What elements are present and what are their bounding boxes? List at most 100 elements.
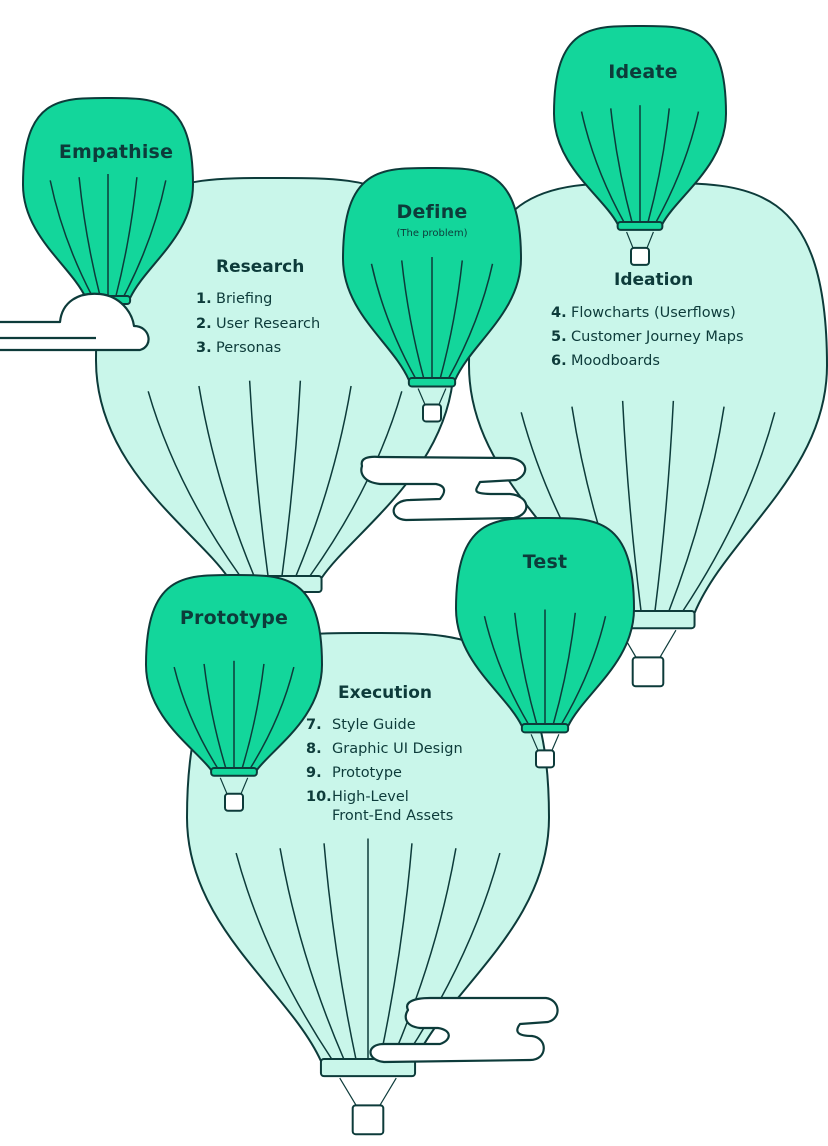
test-balloon-gore-line [552,612,577,725]
ideation-balloon-gore-line [682,412,776,612]
item-number: 3. [196,340,212,356]
research-balloon-gore-line [281,380,302,577]
empathise-title: Empathise [58,141,174,163]
item-number: 4. [551,305,567,321]
define-balloon-rope [417,388,426,405]
list-item: 2.User Research [196,316,320,332]
list-item: 6.Moodboards [551,353,660,369]
item-text: High-Level [332,789,409,805]
item-text: Personas [216,340,282,356]
item-number: 6. [551,353,567,369]
define-balloon [342,166,522,423]
list-item: 3.Personas [196,340,281,356]
execution-balloon-rope [379,1077,397,1106]
cloud-middle [360,455,528,522]
item-text: Flowcharts (Userflows) [571,305,736,321]
research-balloon-gore-line [198,385,255,577]
define-subtitle: (The problem) [396,228,468,239]
ideation-balloon-gore-line [654,400,675,612]
prototype-balloon-gore-line [203,663,227,769]
research-balloon-gore-line [147,391,241,577]
test-balloon-gore-line [561,616,607,725]
execution-balloon-gore-line [279,848,345,1060]
item-text: Customer Journey Maps [571,329,744,345]
execution-balloon-gore-line [379,843,413,1060]
ideate-balloon-gore-line [580,111,625,223]
ideation-heading: Ideation [614,270,694,290]
empathise-balloon-gore-line [123,180,167,297]
execution-balloon-gore-line [323,843,357,1060]
define-balloon-gore-line [439,260,464,379]
prototype-balloon-rope [219,777,228,795]
define-balloon-rope [438,388,447,405]
execution-balloon-rope [339,1077,357,1106]
item-number: 8. [306,741,322,757]
item-number: 2. [196,316,212,332]
prototype-balloon-gore-line [173,666,219,769]
test-title: Test [522,551,568,573]
list-item: Front-End Assets [306,808,453,824]
list-item: 9. Prototype [306,765,402,781]
ideate-balloon-rope [646,231,654,249]
empathise-balloon-gore-line [78,177,101,297]
empathise-balloon-gore-line [115,177,138,297]
execution-balloon-gore-line [403,852,501,1060]
ideate-balloon-skirt [616,221,664,231]
execution-balloon-gore-line [391,848,457,1060]
cloud-bottom [369,996,559,1064]
item-text: Graphic UI Design [332,741,463,757]
research-balloon-gore-line [309,391,403,577]
prototype-balloon-gore-line [249,666,295,769]
list-item: 5.Customer Journey Maps [551,329,744,345]
list-item: 4.Flowcharts (Userflows) [551,305,736,321]
ideate-balloon-gore-line [647,108,670,223]
test-balloon-rope [551,734,560,751]
define-balloon-skirt [407,377,457,388]
list-item: 7.Style Guide [306,717,416,733]
item-number: 9. [306,765,322,781]
list-item: 8. Graphic UI Design [306,741,463,757]
ideate-balloon-gore-line [655,111,700,223]
define-balloon-gore-line [370,263,416,379]
execution-balloon-skirt [319,1058,417,1078]
test-balloon-rope [530,734,539,751]
item-number: 7. [306,717,322,733]
prototype-balloon-rope [240,777,249,795]
execution-heading: Execution [338,683,433,703]
prototype-balloon-gore-line [241,663,265,769]
test-balloon-gore-line [513,612,538,725]
item-text: Front-End Assets [332,808,454,824]
item-text: Moodboards [571,353,660,369]
ideate-balloon-gore-line [610,108,633,223]
research-heading: Research [216,257,305,277]
prototype-balloon [145,573,323,812]
ideation-balloon-gore-line [668,406,725,612]
list-item: 1.Briefing [196,291,272,307]
ideate-balloon-basket [630,246,650,266]
execution-balloon-gore-line [235,852,333,1060]
research-balloon-gore-line [248,380,269,577]
ideation-balloon-rope [659,629,677,658]
ideation-balloon [468,181,828,688]
item-number: 1. [196,291,212,307]
list-item: 10.High-Level [306,789,409,805]
test-balloon-skirt [520,723,570,734]
ideation-balloon-basket [631,656,665,688]
empathise-balloon-gore-line [49,180,93,297]
research-balloon-gore-line [295,385,352,577]
cloud-left [0,292,150,352]
ideation-balloon-gore-line [621,400,642,612]
item-text: User Research [216,316,321,332]
prototype-balloon-skirt [210,767,258,777]
item-text: Briefing [216,291,273,307]
test-balloon-gore-line [483,616,529,725]
item-text: Prototype [332,765,402,781]
prototype-title: Prototype [179,607,289,629]
define-title: Define [396,201,468,223]
ideate-title: Ideate [608,61,678,83]
test-balloon [455,516,635,769]
prototype-balloon-basket [224,792,244,812]
define-balloon-gore-line [400,260,425,379]
